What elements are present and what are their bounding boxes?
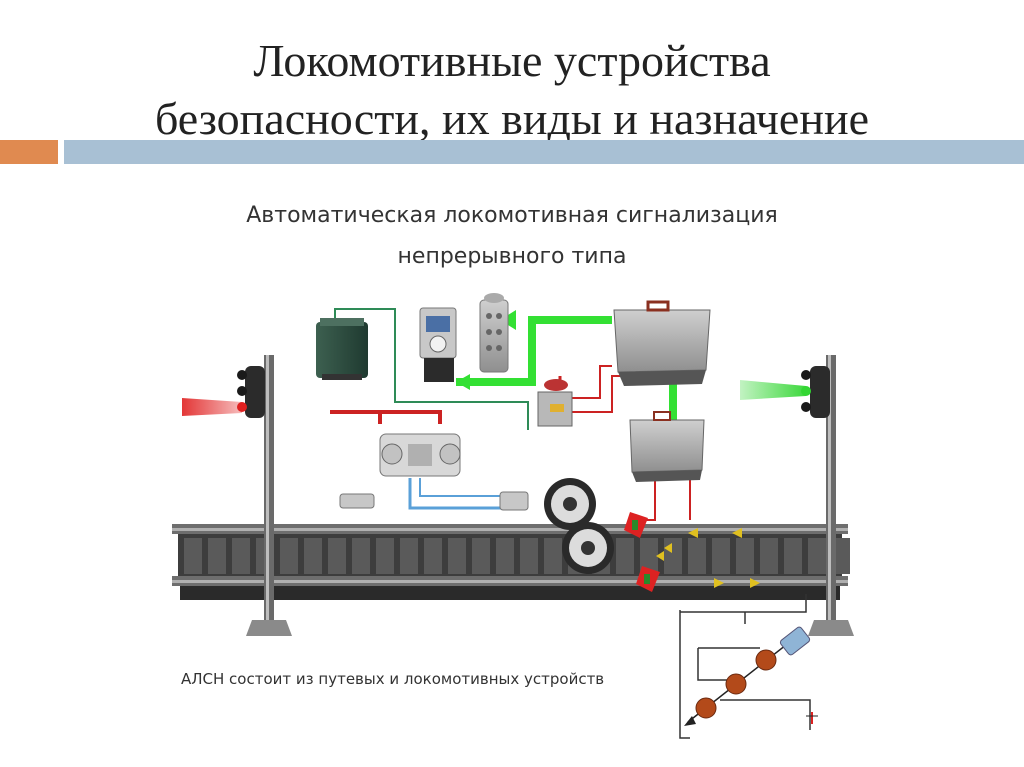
sleeper: [424, 538, 442, 574]
left-signal: [182, 355, 292, 636]
slide-title: Локомотивные устройства безопасности, их…: [0, 32, 1024, 148]
sleeper: [784, 538, 802, 574]
wheelset: [544, 478, 614, 574]
sleeper: [808, 538, 826, 574]
sleeper: [472, 538, 490, 574]
right-signal: [740, 355, 854, 636]
sleeper: [640, 538, 658, 574]
brake-assembly: [339, 433, 529, 511]
amplifier-box: [629, 411, 705, 482]
track-circuit-schematic: [684, 626, 818, 726]
sleeper: [280, 538, 298, 574]
sleeper: [448, 538, 466, 574]
accent-bar-blue: [64, 140, 1024, 164]
locomotive-signal-unit: [479, 293, 509, 373]
diagram-heading-line1: Автоматическая локомотивная сигнализация: [246, 203, 778, 228]
sleeper: [544, 538, 562, 574]
sleeper: [760, 538, 778, 574]
sleeper: [496, 538, 514, 574]
sleeper: [736, 538, 754, 574]
diagram-heading-line2: непрерывного типа: [397, 244, 627, 269]
sleeper: [376, 538, 394, 574]
sleeper: [400, 538, 418, 574]
sleeper: [688, 538, 706, 574]
accent-bar-orange: [0, 140, 58, 164]
diagram-caption: АЛСН состоит из путевых и локомотивных у…: [181, 670, 605, 688]
receiving-coils: [624, 512, 660, 592]
sleeper: [832, 538, 850, 574]
sleeper: [712, 538, 730, 574]
sleeper: [232, 538, 250, 574]
epk-valve: [537, 379, 573, 427]
sleeper: [304, 538, 322, 574]
speed-indicator: [419, 307, 457, 382]
sleeper: [664, 538, 682, 574]
sleeper: [616, 538, 634, 574]
slide-title-line1: Локомотивные устройства: [253, 35, 771, 86]
sleeper: [352, 538, 370, 574]
red-signal-beam: [182, 398, 242, 416]
current-arrows: [656, 528, 760, 588]
receiver-box: [316, 318, 368, 380]
sleeper: [520, 538, 538, 574]
green-signal-beam: [740, 380, 806, 400]
sleeper: [184, 538, 202, 574]
decoder-box: [613, 300, 711, 386]
sleeper: [208, 538, 226, 574]
sleeper: [328, 538, 346, 574]
slide-title-line2: безопасности, их виды и назначение: [154, 93, 869, 144]
track: [172, 524, 850, 600]
